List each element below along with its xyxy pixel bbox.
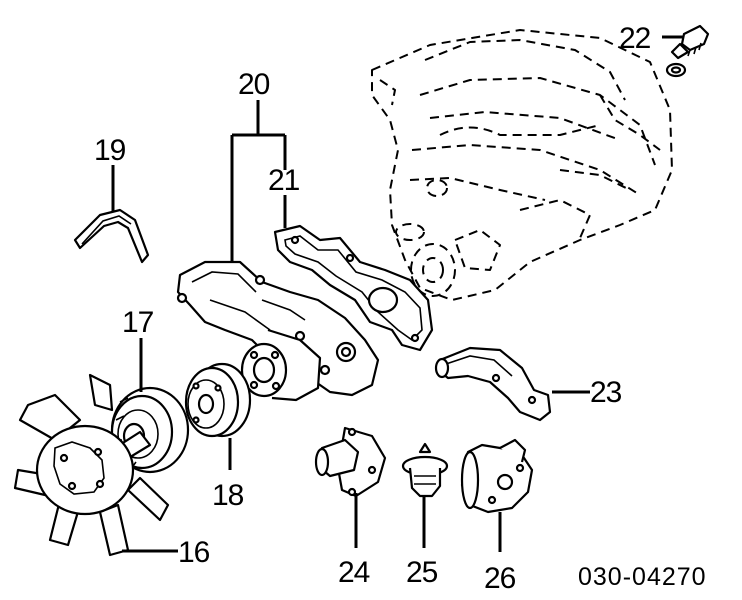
water-pump-20 [176,260,380,402]
leader-20 [230,100,285,262]
label-16: 16 [178,536,210,569]
label-19: 19 [94,134,126,167]
bolt-22 [670,24,710,60]
fan-16 [13,373,170,557]
label-22: 22 [619,22,651,55]
water-inlet-24 [314,426,387,498]
pulley-18 [184,362,252,438]
water-outlet-23 [434,346,552,422]
engine-block-outline [371,29,673,301]
label-17: 17 [122,306,154,339]
label-20: 20 [238,68,270,101]
diagram-code: 030-04270 [578,563,707,591]
label-24: 24 [338,556,370,589]
label-23: 23 [590,376,622,409]
gasket-21 [273,224,434,352]
washer-22 [665,62,687,78]
label-25: 25 [406,556,438,589]
label-18: 18 [212,479,244,512]
thermostat-25 [401,442,449,498]
thermostat-housing-26 [460,438,534,514]
label-26: 26 [484,562,516,595]
v-belt-19 [73,208,150,264]
